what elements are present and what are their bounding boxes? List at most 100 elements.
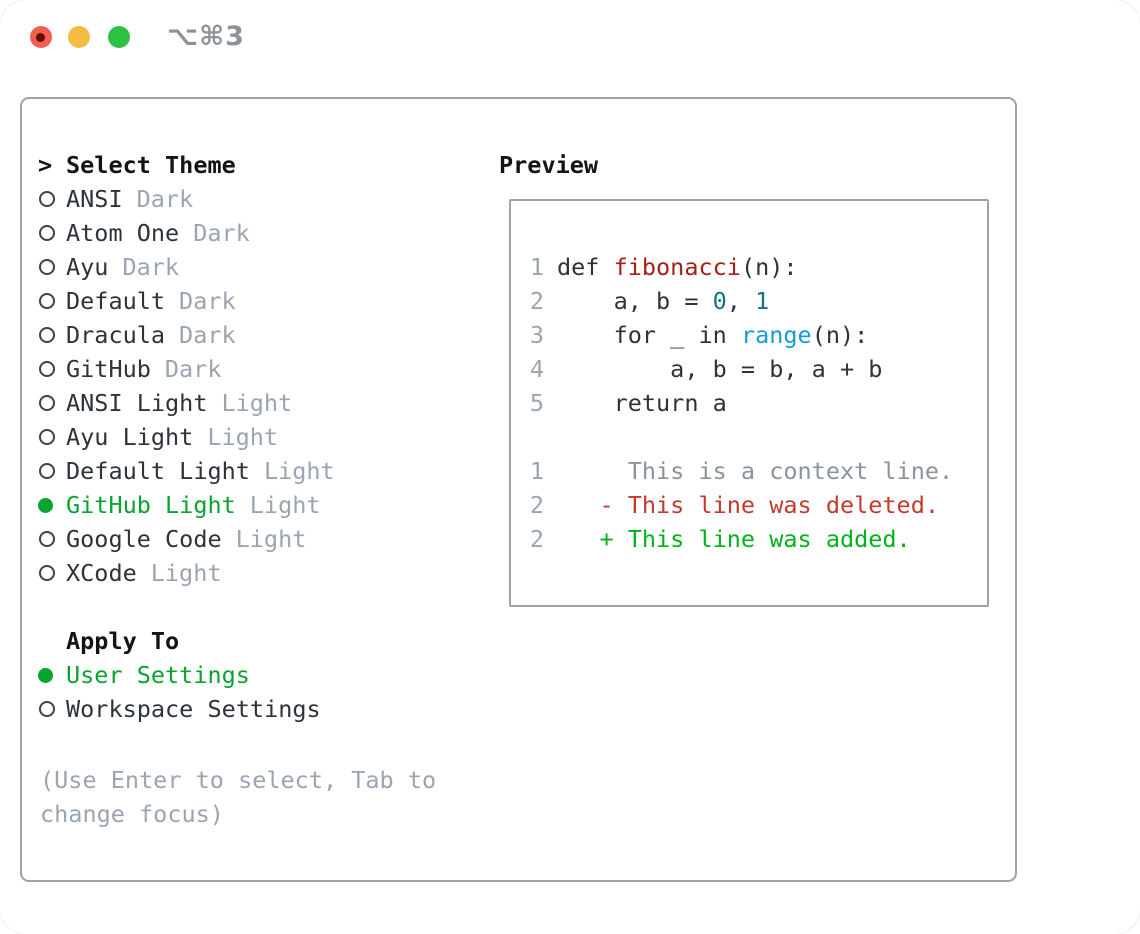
line-number: 1 [529,253,544,281]
option-label: ANSI [66,185,123,213]
code-text: + This line was added. [557,525,911,553]
theme-variant-label: Dark [164,355,222,383]
preview-line [529,420,953,454]
theme-variant-label: Dark [179,287,236,315]
theme-option-xcode[interactable]: XCode Light [38,556,335,590]
radio-unselected-icon [38,395,66,411]
preview-line: 2 a, b = 0, 1 [529,284,953,318]
ring-circle [39,293,55,309]
option-label: XCode [66,559,137,587]
theme-option-ayu[interactable]: Ayu Dark [38,250,335,284]
radio-unselected-icon [38,429,66,445]
close-button[interactable] [30,26,52,48]
line-number: 1 [529,457,544,485]
token-plain: return a [557,389,727,417]
token-plain: a, b = [557,287,713,315]
apply-option-user-settings[interactable]: User Settings [38,658,321,692]
theme-variant-label: Light [235,525,307,553]
theme-option-ayu-light[interactable]: Ayu Light Light [38,420,335,454]
option-label: Ayu Light [66,423,194,451]
code-text: for _ in range(n): [557,321,869,349]
radio-unselected-icon [38,293,66,309]
theme-variant-label: Dark [122,253,180,281]
ring-circle [39,327,55,343]
preview-line: 5 return a [529,386,953,420]
option-label: User Settings [66,661,250,689]
option-label: Ayu [66,253,109,281]
radio-unselected-icon [38,565,66,581]
window-title: ⌥⌘3 [167,21,245,52]
theme-variant-label: Light [263,457,335,485]
filled-circle [38,497,53,513]
radio-selected-icon [38,667,66,683]
code-text: - This line was deleted. [557,491,939,519]
preview-line: 1 def fibonacci(n): [529,250,953,284]
theme-variant-label: Light [249,491,321,519]
theme-option-dracula[interactable]: Dracula Dark [38,318,335,352]
radio-unselected-icon [38,531,66,547]
apply-option-workspace-settings[interactable]: Workspace Settings [38,692,321,726]
token-plain: , [726,287,756,315]
theme-option-github[interactable]: GitHub Dark [38,352,335,386]
ring-circle [39,565,55,581]
ring-circle [39,531,55,547]
token-added: + This line was added. [557,525,911,553]
select-theme-title: Select Theme [66,151,236,179]
token-deleted: - This line was deleted. [557,491,940,519]
option-label: GitHub [66,355,151,383]
theme-variant-label: Light [207,423,279,451]
theme-option-github-light[interactable]: GitHub Light Light [38,488,335,522]
theme-variant-label: Dark [193,219,250,247]
theme-variant-label: Light [150,559,222,587]
ring-circle [39,395,55,411]
radio-unselected-icon [38,361,66,377]
minimize-button[interactable] [68,26,90,48]
radio-unselected-icon [38,225,66,241]
line-number: 2 [529,287,544,315]
theme-variant-label: Dark [179,321,236,349]
option-label: ANSI Light [66,389,208,417]
titlebar: ⌥⌘3 [0,0,1140,74]
apply-to-header: Apply To [38,624,321,658]
radio-unselected-icon [38,701,66,717]
token-func: fibonacci [613,253,741,281]
line-number: 4 [529,355,544,383]
radio-selected-icon [38,497,66,513]
radio-unselected-icon [38,327,66,343]
zoom-button[interactable] [108,26,130,48]
code-text: a, b = b, a + b [557,355,882,383]
token-plain: (n): [811,321,869,349]
code-text: def fibonacci(n): [557,253,798,281]
line-number: 3 [529,321,544,349]
ring-circle [39,701,55,717]
option-label: GitHub Light [66,491,236,519]
option-label: Atom One [66,219,180,247]
radio-unselected-icon [38,463,66,479]
radio-unselected-icon [38,259,66,275]
token-plain: (n): [740,253,798,281]
option-label: Dracula [66,321,166,349]
token-plain: a, b = b, a + b [557,355,883,383]
hint-text: (Use Enter to select, Tab to change focu… [40,766,437,828]
apply-to-title: Apply To [66,627,180,655]
token-plain: def [557,253,614,281]
ring-circle [39,225,55,241]
line-number: 5 [529,389,544,417]
select-theme-header: > Select Theme [38,148,335,182]
line-number: 2 [529,525,544,553]
ring-circle [39,361,55,377]
ring-circle [39,463,55,479]
line-number: 2 [529,491,544,519]
code-text: return a [557,389,727,417]
theme-option-atom-one[interactable]: Atom One Dark [38,216,335,250]
option-label: Workspace Settings [66,695,321,723]
close-dot-icon [36,33,45,42]
code-text: This is a context line. [557,457,953,485]
token-plain: for _ in [557,321,741,349]
